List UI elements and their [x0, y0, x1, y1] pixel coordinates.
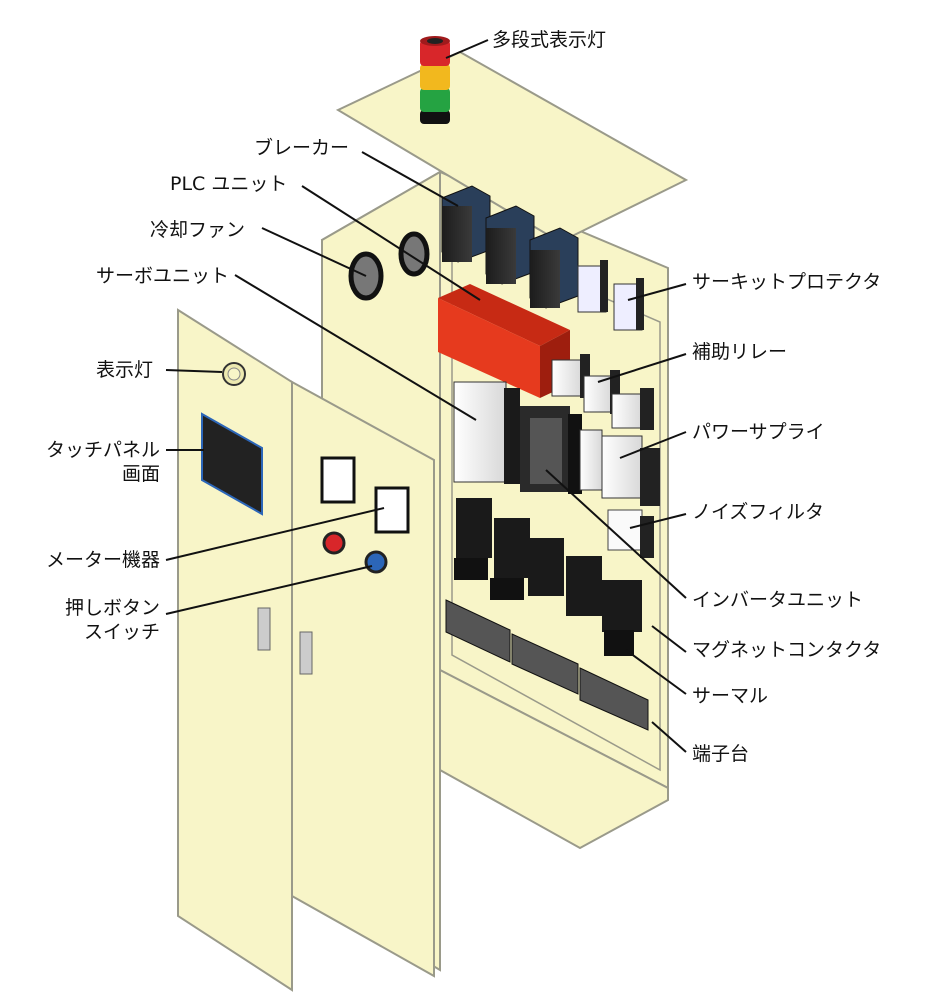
label-thermal: サーマル: [692, 685, 769, 707]
cooling-fans: [348, 231, 430, 301]
leader-lines: [165, 39, 687, 753]
label-cooling-fan: 冷却ファン: [150, 219, 246, 241]
label-meter: メーター機器: [45, 549, 160, 571]
label-tower-light: 多段式表示灯: [492, 29, 607, 51]
magnet-contactors: [454, 498, 642, 656]
breakers: [441, 185, 579, 309]
label-aux-relay: 補助リレー: [692, 341, 788, 363]
left-door: [177, 308, 293, 992]
terminal-blocks: [445, 599, 649, 731]
tower-light: [420, 36, 450, 124]
label-indicator-lamp: 表示灯: [96, 359, 154, 381]
label-touch-panel-2: 画面: [121, 463, 160, 485]
label-push-button-1: 押しボタン: [64, 597, 160, 619]
label-touch-panel-1: タッチパネル: [45, 439, 160, 461]
label-servo-unit: サーボユニット: [96, 265, 230, 287]
cabinet-bottom: [439, 668, 669, 850]
label-plc-unit: PLC ユニット: [170, 173, 288, 195]
servo-unit: [453, 381, 520, 484]
inverter-unit: [520, 406, 582, 494]
label-breaker: ブレーカー: [254, 137, 350, 159]
label-circuit-protector: サーキットプロテクタ: [692, 271, 882, 293]
label-push-button-2: スイッチ: [83, 621, 160, 643]
power-supplies: [579, 429, 660, 506]
aux-relays: [551, 354, 654, 430]
label-magnet-contactor: マグネットコンタクタ: [692, 639, 882, 661]
right-door: [291, 380, 435, 978]
label-noise-filter: ノイズフィルタ: [692, 501, 825, 523]
label-power-supply: パワーサプライ: [692, 421, 825, 443]
label-inverter-unit: インバータユニット: [692, 589, 864, 611]
circuit-protectors: [577, 260, 644, 331]
label-terminal-block: 端子台: [692, 743, 750, 765]
